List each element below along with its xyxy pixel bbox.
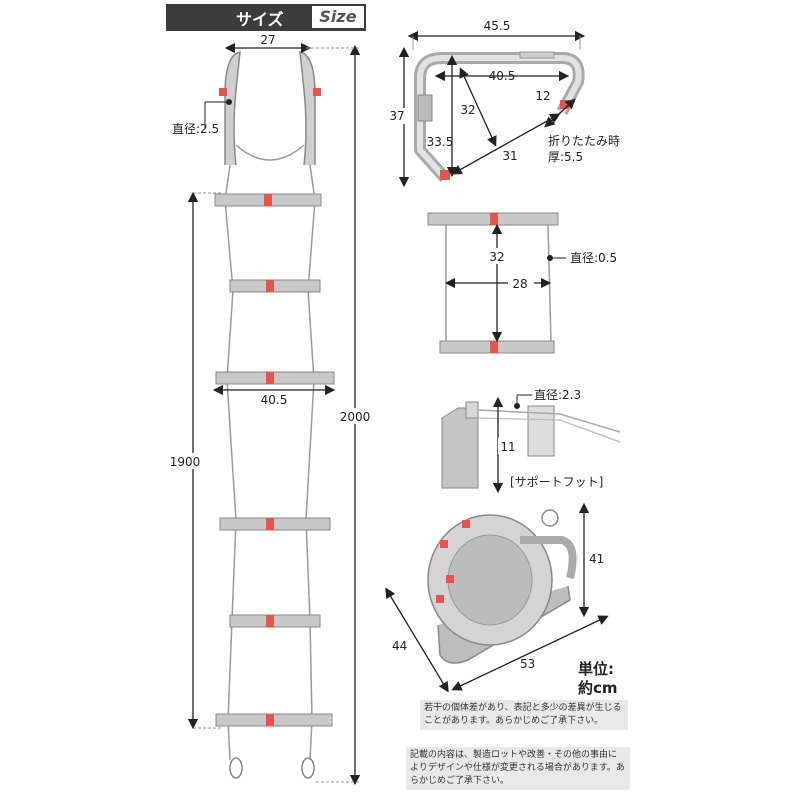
hook-outer-width-label: 45.5 (484, 19, 511, 33)
step-width-detail-label: 28 (512, 277, 527, 291)
wire-diameter-label: 直径:0.5 (570, 251, 617, 265)
hook-height-label: 37 (389, 109, 404, 123)
foot-diameter-label: 直径:2.3 (534, 388, 581, 402)
unit-label: 単位: 約cm (578, 660, 618, 698)
ladder-length-label: 1900 (170, 455, 201, 469)
folded-label: 折りたたみ時 (548, 133, 620, 148)
folded-thickness-label: 厚:5.5 (548, 150, 583, 164)
hook-detail-illustration (414, 51, 585, 182)
size-header-title-jp: サイズ (236, 10, 284, 29)
hook-inner-width-label: 40.5 (489, 69, 516, 83)
ladder-step (214, 193, 322, 207)
folded-width-label: 53 (520, 657, 535, 671)
note-design-change: 記載の内容は、製造ロットや改善・その他の事由によりデザインや仕様が変更される場合… (406, 747, 630, 790)
note-individual-difference: 若干の個体差があり、表記と多少の差異が生じることがあります。あらかじめご了承下さ… (420, 700, 628, 730)
ladder-step (215, 713, 333, 727)
hook-diameter-label: 直径:2.5 (172, 122, 219, 136)
foot-height-label: 11 (500, 440, 515, 454)
step-width-label: 40.5 (261, 393, 288, 407)
ladder-illustration (214, 51, 335, 779)
folded-ladder-illustration (427, 509, 577, 664)
unit-line-1: 単位: (578, 660, 614, 678)
support-foot-caption: [サポートフット] (510, 475, 603, 489)
hook-dim-31-label: 31 (502, 149, 517, 163)
ladder-step (219, 517, 331, 531)
hook-dim-32-label: 32 (460, 103, 475, 117)
ladder-top-width-label: 27 (260, 33, 275, 47)
ladder-step (229, 279, 321, 293)
size-header-title-en: Size (312, 6, 364, 28)
total-length-label: 2000 (340, 410, 371, 424)
hook-dim-33-5-label: 33.5 (427, 135, 454, 149)
support-foot-illustration (441, 401, 621, 489)
ladder-step (229, 614, 321, 628)
step-height-label: 32 (489, 250, 504, 264)
ladder-step (215, 371, 335, 385)
folded-height-label: 41 (589, 552, 604, 566)
hook-dim-12-label: 12 (535, 89, 550, 103)
unit-line-2: 約cm (578, 679, 618, 697)
folded-depth-label: 44 (392, 639, 407, 653)
